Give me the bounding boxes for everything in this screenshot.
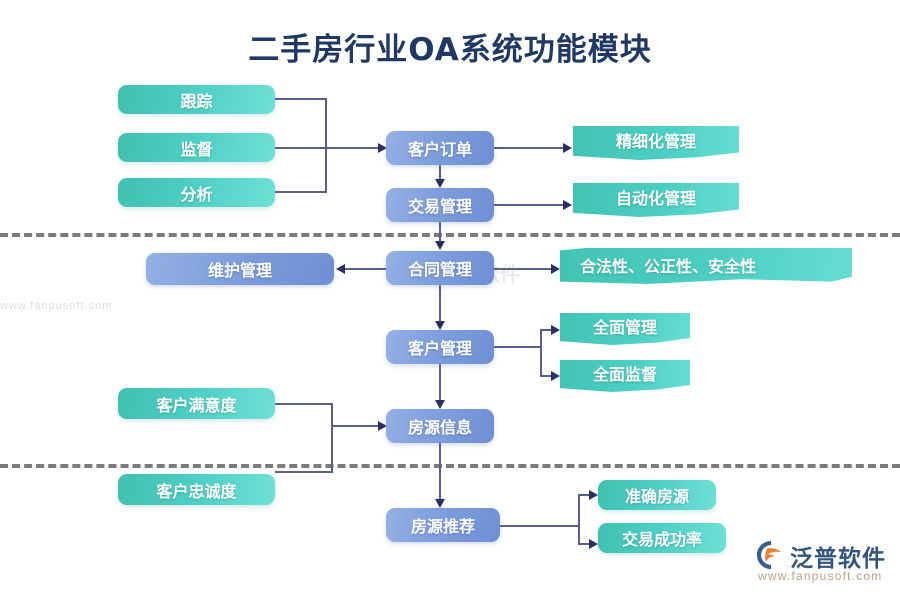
node-automated-management[interactable]: 自动化管理	[573, 183, 739, 217]
fanpu-swoosh-icon	[756, 540, 782, 570]
node-label: 全面监督	[592, 365, 657, 384]
arrow-to-comprehensive-supervision	[551, 371, 560, 381]
node-customer-order[interactable]: 客户订单	[386, 131, 494, 165]
connector-line	[540, 375, 551, 377]
section-separator-2	[0, 464, 900, 468]
arrow-to-legality	[551, 264, 560, 274]
connector-line	[331, 403, 333, 473]
connector-line	[331, 425, 378, 427]
node-label: 监督	[180, 139, 213, 159]
connector-line	[500, 525, 578, 527]
connector-line	[275, 147, 380, 149]
node-refined-management[interactable]: 精细化管理	[573, 126, 739, 160]
node-label: 维护管理	[207, 261, 272, 280]
section-separator-1	[0, 233, 900, 237]
connector-line	[439, 222, 441, 241]
arrow-to-automated-management	[563, 200, 572, 210]
connector-line	[494, 346, 540, 348]
node-jian-du[interactable]: 监督	[118, 133, 275, 162]
node-fen-xi[interactable]: 分析	[118, 178, 275, 207]
arrow-to-accurate-listings	[589, 490, 598, 500]
connector-line	[494, 147, 563, 149]
arrow-to-house-info-from-left	[378, 421, 387, 431]
node-transaction-management[interactable]: 交易管理	[386, 188, 494, 222]
connector-line	[578, 543, 589, 545]
node-customer-management[interactable]: 客户管理	[386, 330, 494, 364]
node-label: 合法性、公正性、安全性	[580, 257, 757, 276]
node-label: 房源推荐	[410, 517, 475, 536]
connector-line	[439, 285, 441, 321]
arrow-to-customer-order	[378, 143, 387, 153]
connector-line	[325, 98, 327, 193]
brand-logo: 泛普软件 www.fanpusoft.com	[756, 538, 896, 592]
arrow-to-transaction-management	[435, 179, 445, 188]
node-label: 合同管理	[407, 260, 472, 279]
node-label: 客户订单	[407, 140, 472, 159]
node-customer-satisfaction[interactable]: 客户满意度	[118, 388, 275, 419]
node-comprehensive-supervision[interactable]: 全面监督	[560, 360, 690, 392]
arrow-to-refined-management	[563, 143, 572, 153]
page-title: 二手房行业OA系统功能模块	[248, 32, 652, 68]
connector-line	[439, 165, 441, 179]
arrow-to-transaction-success-rate	[589, 539, 598, 549]
brand-logo-text: 泛普软件	[790, 546, 886, 572]
connector-line	[275, 471, 331, 473]
node-label: 准确房源	[624, 487, 689, 506]
arrow-to-contract-management	[435, 241, 445, 250]
arrow-to-customer-management	[435, 321, 445, 330]
connector-line	[494, 204, 563, 206]
node-accurate-listings[interactable]: 准确房源	[598, 480, 716, 510]
node-label: 精细化管理	[615, 132, 696, 151]
node-house-info[interactable]: 房源信息	[386, 409, 494, 443]
node-label: 跟踪	[180, 91, 213, 111]
node-label: 交易成功率	[621, 530, 702, 549]
node-label: 客户管理	[407, 339, 472, 358]
connector-line	[275, 403, 331, 405]
connector-line	[345, 268, 386, 270]
arrow-to-maintenance-management	[336, 264, 345, 274]
node-legality-fairness-safety[interactable]: 合法性、公正性、安全性	[560, 248, 852, 284]
connector-line	[275, 191, 325, 193]
connector-line	[439, 364, 441, 400]
arrow-to-house-recommendation	[435, 499, 445, 508]
brand-logo-url: www.fanpusoft.com	[758, 569, 883, 583]
connector-line	[578, 494, 589, 496]
node-label: 分析	[180, 184, 213, 204]
connector-line	[494, 268, 551, 270]
node-label: 全面管理	[592, 318, 657, 337]
connector-line	[275, 98, 325, 100]
connector-line	[439, 443, 441, 499]
node-gen-zong[interactable]: 跟踪	[118, 85, 275, 114]
node-label: 房源信息	[407, 418, 472, 437]
arrow-to-comprehensive-management	[551, 325, 560, 335]
connector-line	[578, 494, 580, 544]
node-label: 客户忠诚度	[156, 481, 237, 501]
arrow-to-house-info	[435, 400, 445, 409]
node-maintenance-management[interactable]: 维护管理	[146, 253, 334, 285]
node-transaction-success-rate[interactable]: 交易成功率	[598, 523, 726, 553]
node-customer-loyalty[interactable]: 客户忠诚度	[118, 474, 275, 505]
node-label: 自动化管理	[615, 189, 696, 208]
connector-line	[540, 329, 551, 331]
node-comprehensive-management[interactable]: 全面管理	[560, 313, 690, 345]
node-house-recommendation[interactable]: 房源推荐	[386, 508, 500, 542]
watermark-url: www.fanpusoft.com	[0, 300, 113, 312]
node-label: 客户满意度	[156, 395, 237, 415]
node-contract-management[interactable]: 合同管理	[386, 251, 494, 285]
node-label: 交易管理	[407, 197, 472, 216]
connector-line	[540, 329, 542, 376]
